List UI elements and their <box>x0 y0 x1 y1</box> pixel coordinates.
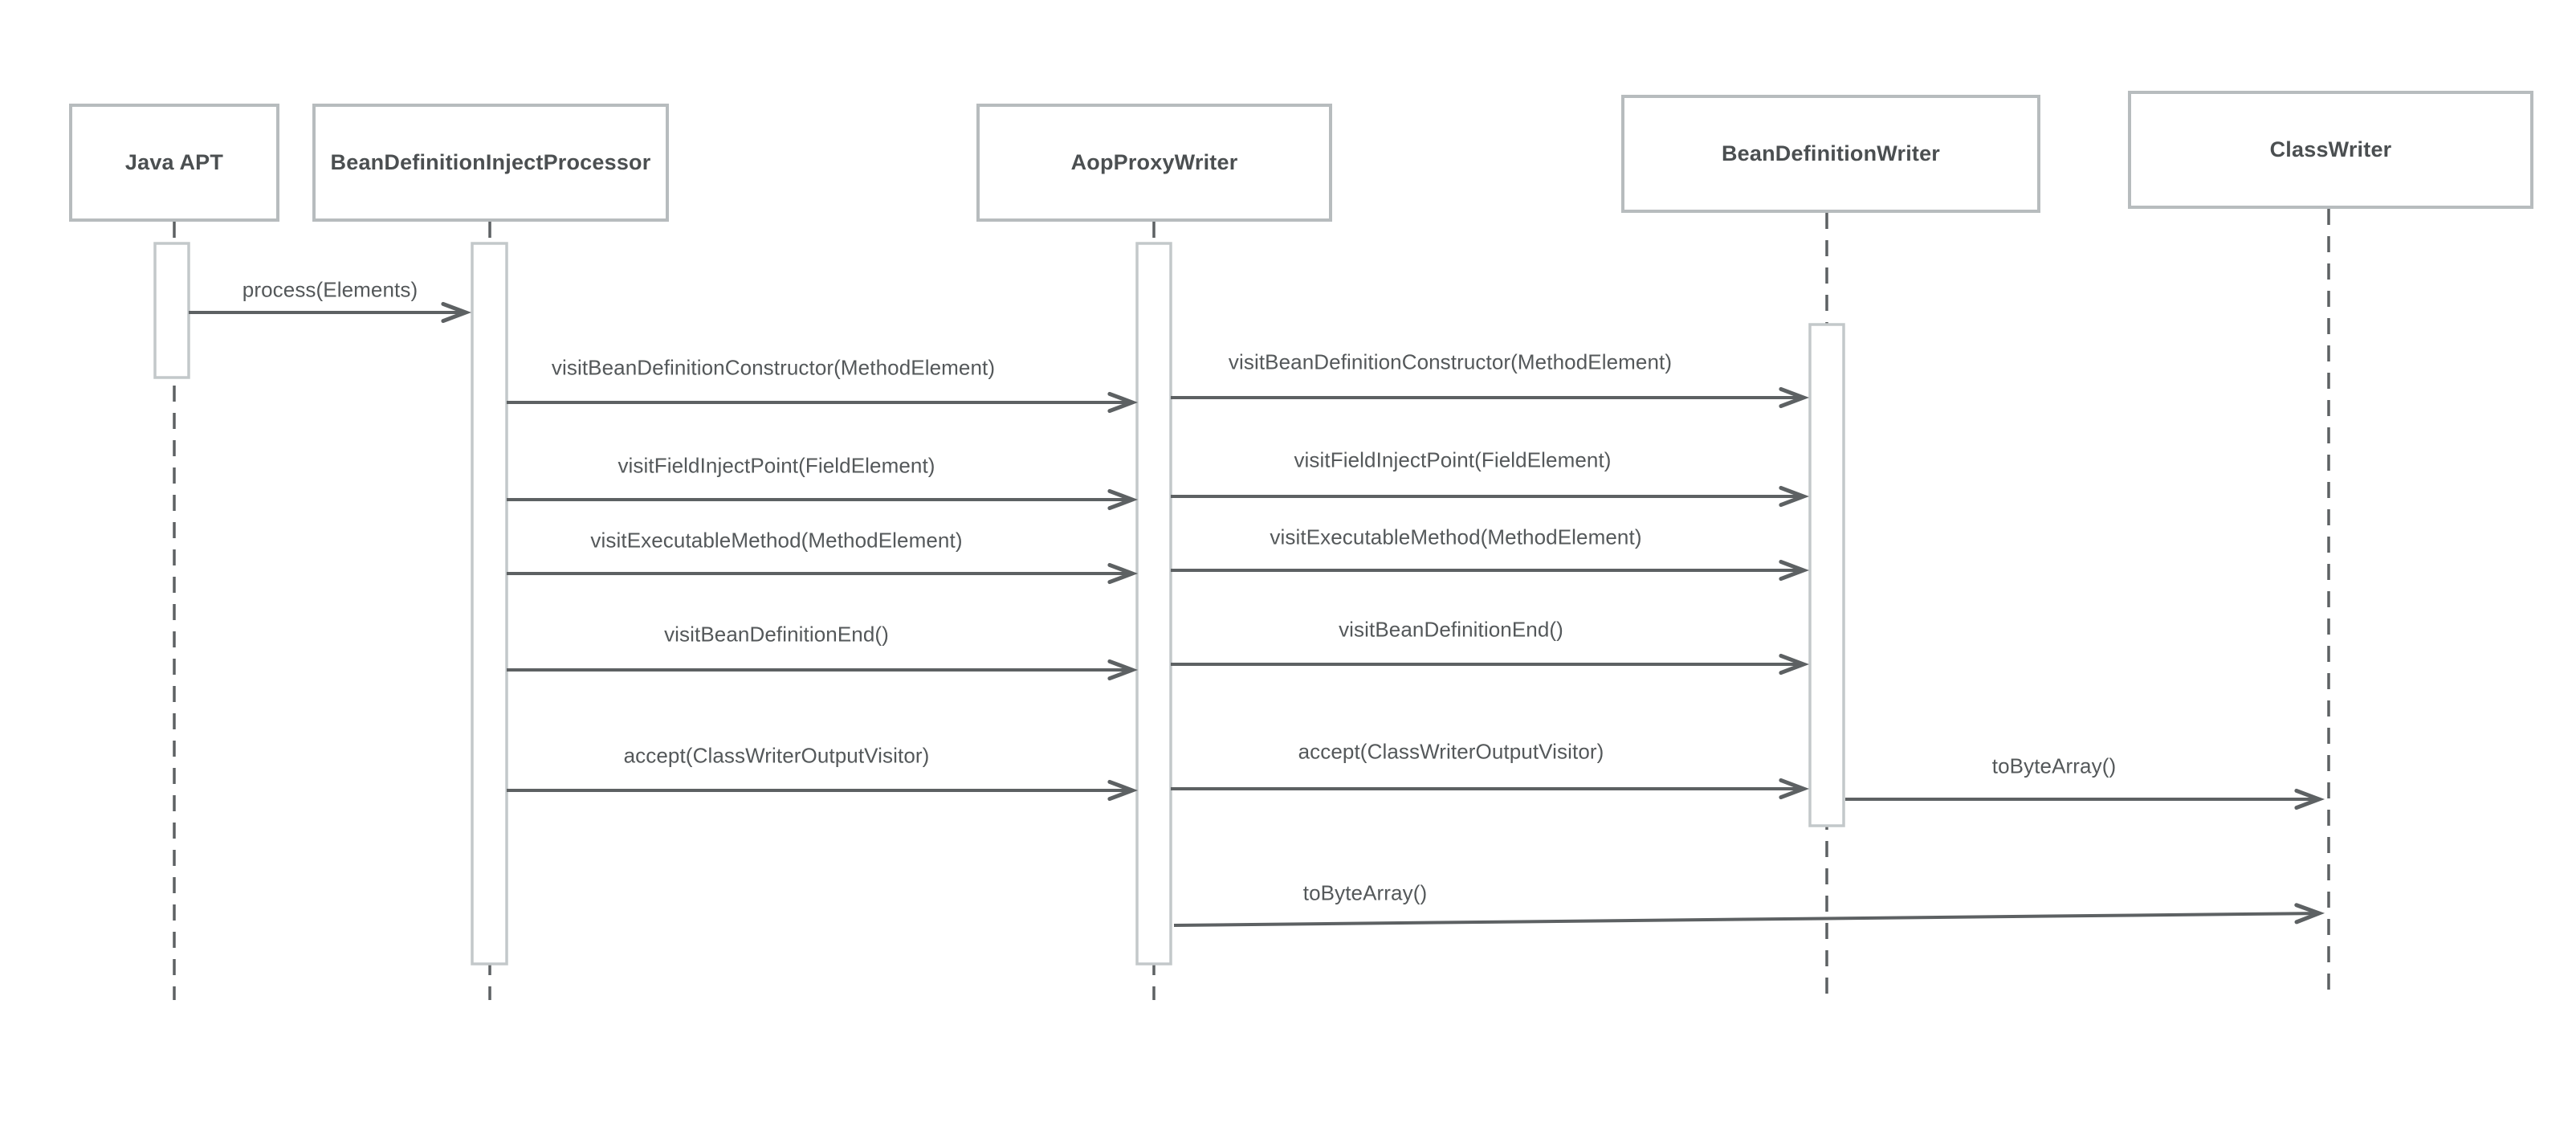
message-arrow <box>1171 559 1810 582</box>
activation-bar-bean-definition-writer <box>1808 323 1845 827</box>
arrowhead-icon <box>1779 778 1810 800</box>
activation-bar-java-apt <box>153 242 190 379</box>
arrowhead-icon <box>441 301 472 324</box>
activation-bar-bean-definition-inject-processor <box>471 242 508 965</box>
message-arrow <box>507 779 1139 802</box>
message-arrow <box>189 301 472 324</box>
arrowhead-icon <box>1107 659 1139 681</box>
arrowhead-icon <box>1107 391 1139 414</box>
message-arrow <box>507 488 1139 511</box>
message-arrow <box>1171 386 1810 409</box>
arrowhead-icon <box>1779 559 1810 582</box>
message-arrow <box>1845 788 2325 810</box>
arrowhead-icon <box>2294 788 2325 810</box>
message-arrow <box>507 659 1139 681</box>
message-arrow <box>507 562 1139 585</box>
arrowhead-icon <box>2294 903 2325 925</box>
message-arrow <box>1173 903 2325 927</box>
activation-bar-aop-proxy-writer <box>1135 242 1172 965</box>
arrowhead-icon <box>1107 562 1139 585</box>
arrowhead-icon <box>1107 779 1139 802</box>
message-arrow <box>1171 485 1810 508</box>
arrowhead-icon <box>1779 485 1810 508</box>
message-arrow <box>507 391 1139 414</box>
message-arrow <box>1171 653 1810 676</box>
arrowhead-icon <box>1779 386 1810 409</box>
arrowhead-icon <box>1107 488 1139 511</box>
message-arrow <box>1171 778 1810 800</box>
arrowhead-icon <box>1779 653 1810 676</box>
